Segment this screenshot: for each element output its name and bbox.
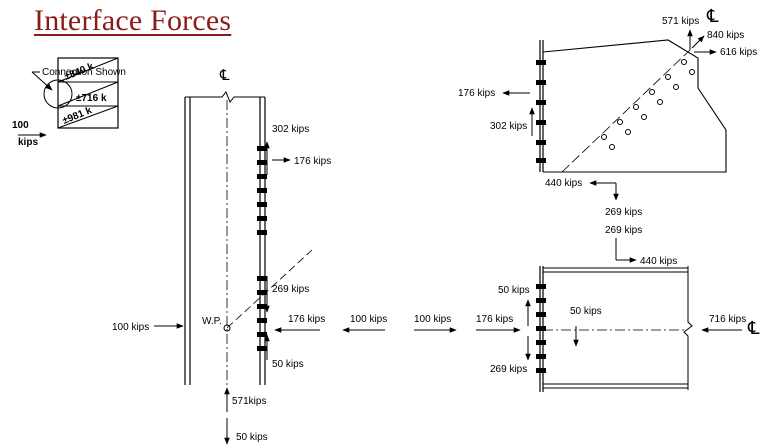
page-title: Interface Forces	[34, 4, 232, 37]
column-assembly: ℄ W.P. 302 kips 176 kips 269 kips	[112, 66, 387, 445]
key-force-bottom: ±981 k	[61, 105, 94, 127]
key-load-value: 100	[12, 120, 29, 131]
column-shear-below: 50 kips	[236, 432, 268, 443]
key-box	[57, 57, 119, 129]
beam-top-vertical: 269 kips	[605, 225, 642, 236]
column-centerline-symbol: ℄	[219, 66, 230, 84]
connection-circle	[43, 79, 73, 109]
brace-vertical-force: 840 kips	[707, 30, 744, 41]
beam-top-horizontal: 440 kips	[640, 256, 677, 267]
column-mid-vertical: 269 kips	[272, 284, 309, 295]
beam-left-horizontal: 100 kips	[414, 314, 451, 325]
beam-centerline-symbol: ℄	[747, 318, 760, 339]
beam-axial-right: 716 kips	[709, 314, 746, 325]
column-top-vertical: 302 kips	[272, 124, 309, 135]
gusset-bottom-vertical: 269 kips	[605, 207, 642, 218]
key-force-mid: ±716 k	[76, 93, 107, 104]
gusset-centerline-symbol: ℄	[706, 6, 719, 27]
column-axial-below: 571kips	[232, 396, 266, 407]
work-point-label: W.P.	[202, 316, 222, 327]
brace-horizontal-force: 616 kips	[720, 47, 757, 58]
key-load-unit: kips	[18, 137, 38, 148]
beam-assembly: 269 kips 440 kips 50 kips 50 kips 269 ki…	[414, 225, 760, 392]
column-bottom-vertical: 50 kips	[272, 359, 304, 370]
gusset-left-vertical: 302 kips	[490, 121, 527, 132]
gusset-bottom-horizontal: 440 kips	[545, 178, 582, 189]
column-gusset-shear: 176 kips	[288, 314, 325, 325]
gusset-assembly: 571 kips ℄ 840 kips 616 kips 176 kips 30…	[458, 6, 757, 218]
column-left-load: 100 kips	[112, 322, 149, 333]
key-force-top: ±840 k	[63, 61, 96, 83]
beam-web-vertical: 50 kips	[570, 306, 602, 317]
brace-force: 571 kips	[662, 16, 699, 27]
beam-left-inner-horizontal: 176 kips	[476, 314, 513, 325]
connection-key: Connection Shown 100 kips ±840 k ±716 k …	[12, 57, 126, 148]
gusset-left-horizontal: 176 kips	[458, 88, 495, 99]
column-right-load: 100 kips	[350, 314, 387, 325]
connection-label: Connection Shown	[42, 67, 126, 78]
column-top-horizontal: 176 kips	[294, 156, 331, 167]
beam-upper-left-vertical: 50 kips	[498, 285, 530, 296]
beam-lower-left-vertical: 269 kips	[490, 364, 527, 375]
